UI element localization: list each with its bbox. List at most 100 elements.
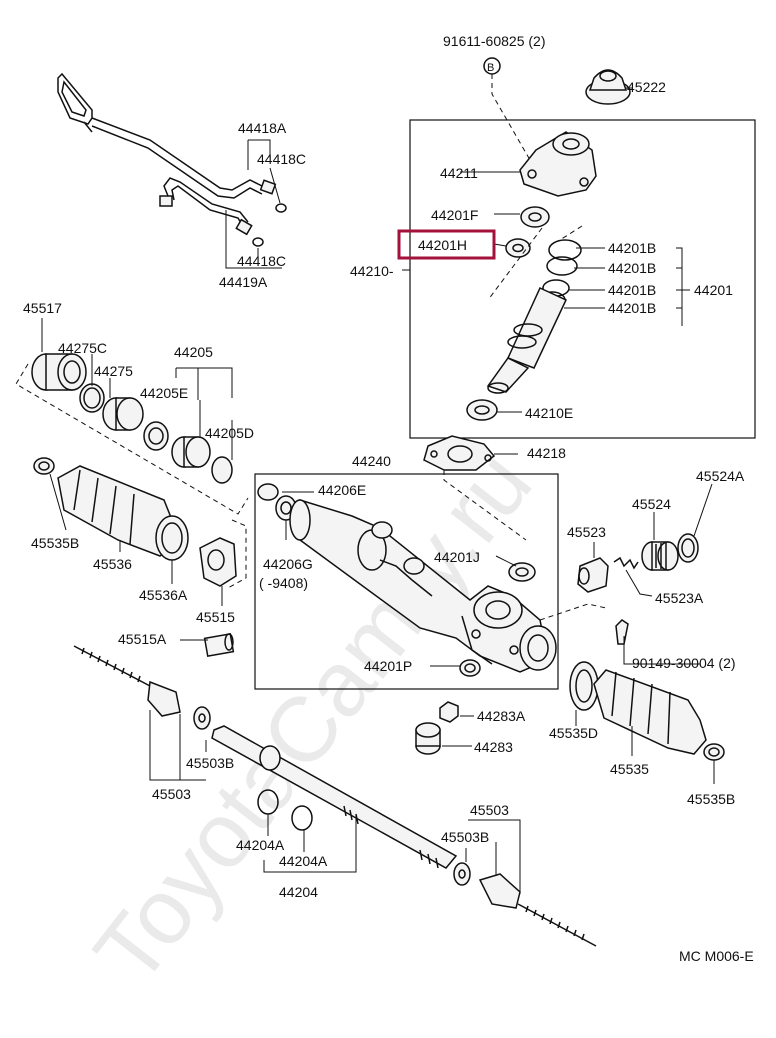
part-44205 [171, 436, 211, 468]
part-44211 [519, 131, 597, 197]
tube-assembly [57, 72, 287, 269]
housing-assembly-frame [254, 473, 559, 690]
label-44210E: 44210E [525, 405, 573, 421]
valve-leader-dash [487, 225, 583, 301]
label-45536A: 45536A [139, 587, 188, 603]
part-45515 [199, 537, 237, 587]
part-45503-left [73, 645, 181, 717]
part-45515A [203, 633, 235, 657]
45524A-leader [693, 483, 713, 537]
label-45222: 45222 [627, 79, 666, 95]
diagram-code: MC M006-E [679, 948, 754, 964]
part-45535B-right [703, 743, 725, 761]
label-45503B-left: 45503B [186, 755, 234, 771]
label-44204: 44204 [279, 884, 318, 900]
part-45535D [569, 661, 599, 711]
label-44201F: 44201F [431, 207, 478, 223]
label-44201H[interactable]: 44201H [418, 237, 467, 253]
label-44201P: 44201P [364, 658, 412, 674]
bolt-leader [491, 74, 531, 161]
label-44419A: 44419A [219, 274, 268, 290]
label-44204A-1: 44204A [236, 837, 285, 853]
part-44204A-2 [291, 805, 313, 831]
part-45517 [31, 353, 87, 391]
part-44201 [486, 239, 582, 394]
left-upper-leaders [41, 318, 233, 460]
part-44204 [211, 725, 458, 869]
label-45503-left: 45503 [152, 786, 191, 802]
label-45515A: 45515A [118, 631, 167, 647]
label-45535D: 45535D [549, 725, 598, 741]
45503-right-leaders [465, 819, 521, 894]
part-44218 [423, 435, 496, 471]
part-44205D [211, 456, 233, 484]
label-44201B-2: 44201B [608, 260, 656, 276]
label-44275C: 44275C [58, 340, 107, 356]
label-91611: 91611-60825 (2) [443, 33, 545, 49]
label-45503-right: 45503 [470, 802, 509, 818]
part-45535 [593, 669, 707, 755]
label-44275: 44275 [94, 363, 133, 379]
part-44240 [289, 498, 557, 673]
part-44275C [79, 383, 105, 413]
label-45536: 45536 [93, 556, 132, 572]
label-44283A: 44283A [477, 708, 526, 724]
label-44206G: 44206G [263, 556, 313, 572]
part-44201J [508, 562, 536, 582]
label-45517: 45517 [23, 300, 62, 316]
part-45535B-left [33, 457, 55, 475]
part-45524A [677, 533, 699, 563]
44201J-leader [495, 555, 517, 567]
label-44418C-bottom: 44418C [237, 253, 286, 269]
label-45535: 45535 [610, 761, 649, 777]
part-45503-right [478, 873, 597, 947]
part-45536A [155, 515, 189, 561]
bolt-symbol: B [483, 57, 501, 75]
part-45523 [577, 557, 609, 593]
label-90149: 90149-30004 (2) [632, 655, 736, 671]
label-44205D: 44205D [205, 425, 254, 441]
label-44201J: 44201J [434, 549, 480, 565]
45523A-leader [625, 569, 653, 597]
44218-dash [443, 470, 527, 541]
label-44210: 44210- [350, 263, 394, 279]
label-44201B-1: 44201B [608, 240, 656, 256]
label-44218: 44218 [527, 445, 566, 461]
label-45503B-right: 45503B [441, 829, 489, 845]
part-44201P [459, 659, 481, 677]
label-44201: 44201 [694, 282, 733, 298]
part-44275 [102, 397, 144, 431]
part-45222 [585, 69, 631, 105]
housing-dash [539, 603, 607, 621]
44204-leaders [263, 814, 357, 873]
label-45524: 45524 [632, 496, 671, 512]
label-44283: 44283 [474, 739, 513, 755]
90149-leader [623, 636, 700, 665]
bolt-symbol-text: B [487, 62, 494, 74]
label-45535B-left: 45535B [31, 535, 79, 551]
part-45503B-right [453, 862, 471, 886]
part-44201H [505, 238, 531, 258]
part-44283 [415, 722, 441, 755]
label-44418A: 44418A [238, 120, 287, 136]
part-45503B-left [193, 706, 211, 730]
label-45523: 45523 [567, 524, 606, 540]
label-44205E: 44205E [140, 385, 188, 401]
part-44283A [439, 701, 459, 723]
part-45524 [641, 541, 679, 571]
label-45523A: 45523A [655, 590, 704, 606]
45503-left-leaders [149, 710, 207, 781]
part-90149 [615, 619, 629, 645]
label-45515: 45515 [196, 609, 235, 625]
label-45524A: 45524A [696, 468, 745, 484]
label-44418C-top: 44418C [257, 151, 306, 167]
rack-parts-dash [15, 363, 249, 515]
label-9408: ( -9408) [259, 575, 308, 591]
part-44210E [466, 399, 498, 421]
label-44201B-3: 44201B [608, 282, 656, 298]
valve-leaders [402, 171, 690, 413]
label-44211: 44211 [440, 165, 478, 181]
highlight-box-44201H[interactable] [397, 229, 496, 260]
